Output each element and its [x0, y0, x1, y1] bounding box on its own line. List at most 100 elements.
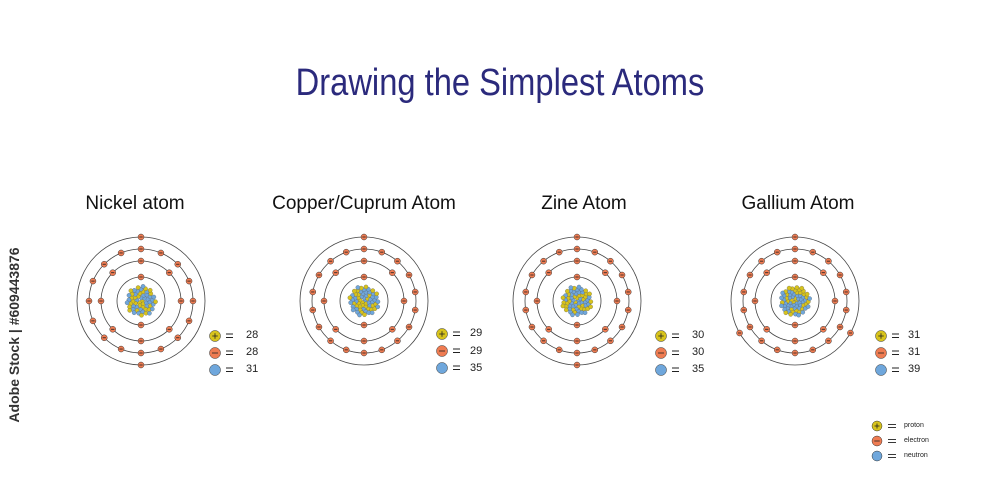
electron [360, 273, 368, 281]
nickel-proton-count: 28 [246, 329, 259, 341]
electron [751, 297, 759, 305]
electron [791, 245, 799, 253]
nucleus-neutron [126, 293, 132, 298]
electron [522, 306, 530, 314]
electron [602, 326, 609, 333]
proton-symbol-icon [209, 330, 221, 342]
nucleus-neutron [348, 300, 353, 305]
electron [137, 337, 145, 345]
electron [820, 326, 827, 333]
electron [100, 334, 108, 342]
electron [758, 337, 765, 345]
electron [573, 273, 581, 281]
electron-symbol-icon [655, 347, 667, 359]
nucleus-neutron [779, 295, 784, 301]
nucleus-neutron [151, 294, 157, 300]
electron [791, 337, 799, 345]
atom-title-copper: Copper/Cuprum Atom [272, 193, 456, 214]
electron [137, 361, 145, 369]
electron [394, 337, 401, 345]
neutron-symbol-icon [436, 362, 448, 374]
nucleus-proton [788, 312, 793, 317]
electron [309, 288, 317, 296]
electron [117, 345, 125, 353]
nucleus-neutron [350, 307, 356, 313]
nucleus-neutron [779, 303, 784, 309]
nucleus-proton [583, 288, 588, 293]
nucleus-proton [804, 291, 810, 297]
electron [573, 361, 581, 369]
electron [137, 233, 145, 241]
electron [746, 271, 754, 279]
count-key-nickel [209, 330, 233, 376]
nucleus-proton [587, 291, 592, 297]
electron [607, 337, 614, 345]
electron [137, 321, 145, 329]
electron [109, 326, 116, 333]
electron [540, 337, 547, 345]
nucleus-neutron [575, 312, 580, 317]
electron [166, 269, 173, 276]
electron [763, 326, 770, 333]
nucleus-neutron [150, 306, 155, 312]
electron [613, 297, 621, 305]
copper-electron-count: 29 [470, 345, 483, 357]
electron [360, 321, 368, 329]
electron [394, 257, 401, 265]
electron [177, 297, 185, 305]
electron [174, 260, 182, 268]
electron [100, 260, 108, 268]
zinc-neutron-count: 35 [692, 363, 705, 375]
electron [378, 346, 386, 354]
nucleus-proton [153, 299, 158, 304]
nucleus-proton [127, 308, 132, 313]
electron [360, 257, 368, 265]
electron [411, 288, 419, 296]
zinc-proton-count: 30 [692, 329, 705, 341]
electron [573, 349, 581, 357]
electron [405, 323, 413, 331]
nucleus-neutron [124, 300, 130, 305]
electron [836, 323, 844, 331]
electron [137, 245, 145, 253]
atom-title-zinc: Zine Atom [541, 193, 627, 214]
electron [740, 288, 748, 296]
nucleus-proton [799, 285, 805, 291]
legend [871, 420, 896, 462]
nucleus-neutron [805, 304, 811, 309]
proton-symbol-icon [436, 328, 448, 340]
electron [137, 349, 145, 357]
nucleus-proton [560, 303, 566, 309]
electron-symbol-icon [875, 347, 887, 359]
electron [825, 337, 832, 345]
electron [831, 297, 839, 305]
electron [315, 271, 323, 279]
electron [618, 323, 626, 331]
electron [109, 269, 116, 276]
electron [573, 257, 581, 265]
electron [185, 317, 193, 325]
nucleus-neutron [140, 284, 146, 289]
nucleus [560, 284, 594, 318]
electron [740, 306, 748, 314]
legend-proton-icon [871, 420, 883, 432]
electron [763, 269, 770, 276]
electron [342, 248, 350, 256]
electron [791, 273, 799, 281]
electron [332, 269, 339, 276]
atom-title-nickel: Nickel atom [85, 193, 185, 214]
electron [573, 321, 581, 329]
nucleus-neutron [570, 312, 575, 318]
electron [360, 233, 368, 241]
electron [137, 257, 145, 265]
electron [332, 326, 339, 333]
nucleus-proton [794, 285, 800, 290]
electron [389, 269, 396, 276]
electron [758, 257, 765, 265]
electron [189, 297, 197, 305]
legend-neutron-icon [871, 450, 883, 462]
copper-proton-count: 29 [470, 327, 483, 339]
electron [791, 257, 799, 265]
legend-proton-label: proton [904, 422, 924, 429]
electron [528, 271, 536, 279]
